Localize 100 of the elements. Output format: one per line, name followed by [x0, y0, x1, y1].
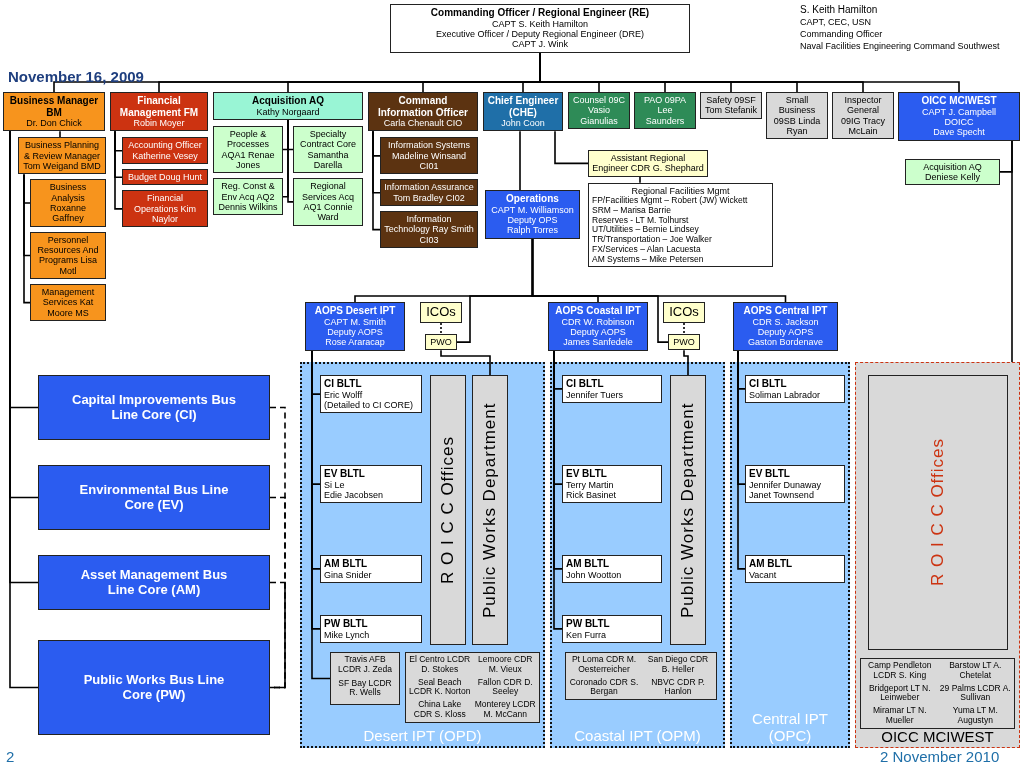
connector-line — [440, 349, 491, 376]
box-text: Dave Specht — [932, 127, 986, 138]
dashed-connector — [269, 496, 286, 689]
vertical-banner: R O I C C Offices — [868, 375, 1008, 650]
org-box — [320, 615, 422, 643]
org-box — [3, 92, 105, 132]
box-text: Ralph Torres — [506, 225, 559, 236]
dashed-connector — [440, 322, 442, 335]
box-text: Rose Araracap — [324, 337, 386, 348]
dashed-connector — [683, 322, 685, 335]
office-entry: Seal Beach LCDR K. Norton — [409, 677, 471, 698]
box-title: PW BLTL — [566, 618, 611, 630]
org-box: Safety 09SF Tom Stefanik — [700, 92, 762, 119]
box-title: Business Manager BM — [8, 95, 100, 118]
panel-title: Coastal IPT (OPM) — [573, 727, 702, 744]
org-box: People & Processes AQA1 Renae Jones — [213, 125, 283, 174]
connector-line — [554, 130, 589, 165]
org-box: Information Systems Madeline Winsand CI01 — [380, 137, 478, 175]
box-text: CAPT J. Campbell — [921, 106, 997, 117]
pwo-box: PWO — [425, 334, 457, 351]
signature-text: Commanding Officer — [800, 29, 883, 39]
org-box: Reg. Const & Env Acq AQ2 Dennis Wilkins — [213, 178, 283, 216]
box-title: Acquisition AQ — [251, 95, 325, 107]
box-title: AM BLTL — [324, 558, 369, 570]
box-title: AOPS Desert IPT — [313, 305, 397, 317]
connector-line — [114, 130, 123, 210]
box-text: Soliman Labrador — [749, 389, 822, 400]
org-box — [485, 190, 580, 239]
office-entry: Barstow LT A. Chetelat — [948, 661, 1003, 681]
box-title: PW BLTL — [324, 618, 369, 630]
panel-title: Desert IPT (OPD) — [362, 727, 483, 744]
org-box — [483, 92, 563, 132]
org-box — [368, 92, 478, 132]
box-text: Deputy AOPS — [326, 326, 384, 338]
box-title: EV BLTL — [749, 468, 791, 480]
box-text: Edie Jacobsen — [324, 489, 385, 501]
connector-line — [372, 130, 381, 231]
org-box: Information Assurance Tom Bradley CI02 — [380, 179, 478, 207]
box-text: AM Systems – Mike Petersen — [592, 254, 705, 265]
connector-line — [639, 175, 641, 184]
office-entry: Travis AFB LCDR J. Zeda — [337, 655, 393, 675]
office-entry: NBVC CDR P. Hanlon — [650, 677, 706, 698]
box-text: John Wootton — [566, 569, 623, 580]
panel-title: Central IPT (OPC) — [751, 710, 829, 744]
connector-line — [1011, 139, 1013, 363]
pwo-box: PWO — [668, 334, 700, 351]
box-title: Financial Management FM — [118, 95, 200, 118]
org-box — [110, 92, 208, 132]
date-text: November 16, 2009 — [8, 68, 144, 85]
box-text: FX/Services – Alan Lacuesta — [592, 244, 702, 255]
org-box: Regional Services Acq AQ1 Connie Ward — [293, 178, 363, 226]
office-entry: Monterey LCDR M. McCann — [474, 700, 536, 720]
box-text: Gina Snider — [324, 569, 373, 580]
bus-line-band: Environmental Bus Line Core (EV) — [38, 465, 270, 530]
box-text: Gaston Bordenave — [746, 337, 825, 348]
connector-line — [531, 237, 787, 303]
org-box: Inspector General 09IG Tracy McLain — [832, 92, 894, 140]
oicc-panel — [855, 362, 1020, 748]
command-box — [390, 4, 690, 53]
org-box: Specialty Contract Core Samantha Darella — [293, 125, 363, 174]
page-number: 2 — [6, 748, 15, 765]
box-text: CAPT J. Wink — [511, 39, 569, 50]
office-entry: San Diego CDR B. Heller — [646, 655, 710, 675]
box-text: Carla Chenault CIO — [382, 118, 464, 129]
org-box: Assistant Regional Engineer CDR G. Shephard — [588, 150, 708, 177]
box-title: EV BLTL — [566, 468, 608, 480]
panel-title: OICC MCIWEST — [880, 728, 995, 745]
box-text: CAPT M. Smith — [323, 316, 387, 327]
org-box: Business Planning & Review Manager Tom Weigand BMD — [18, 137, 106, 175]
footer-date: 2 November 2010 — [880, 748, 1000, 765]
signature-text: S. Keith Hamilton — [800, 4, 878, 15]
ipt-panel — [300, 362, 545, 748]
org-box — [745, 375, 845, 403]
box-title: AOPS Central IPT — [742, 305, 829, 317]
connector-line — [519, 130, 521, 191]
box-text: Robin Moyer — [132, 118, 186, 129]
box-title: EV BLTL — [324, 468, 366, 480]
org-box — [305, 302, 405, 351]
box-text: Kathy Norgaard — [255, 106, 321, 117]
dashed-connector — [269, 581, 286, 689]
box-title: AM BLTL — [566, 558, 611, 570]
box-text: John Coon — [500, 118, 546, 129]
ipt-panel — [730, 362, 850, 748]
org-box — [898, 92, 1020, 141]
box-text: Eric Wolff — [324, 389, 364, 400]
org-box: Financial Operations Kim Naylor — [122, 190, 208, 228]
office-entry: Pt Loma CDR M. Oesterreicher — [570, 655, 638, 675]
org-box: Information Technology Ray Smith CI03 — [380, 211, 478, 249]
office-entry: El Centro LCDR D. Stokes — [409, 655, 471, 675]
box-title: Command Information Officer — [377, 95, 469, 118]
office-entry: SF Bay LCDR R. Wells — [337, 678, 393, 699]
org-box — [745, 555, 845, 583]
box-text: Executive Officer / Deputy Regional Engineer (DRE) — [435, 28, 645, 40]
connector-line — [23, 173, 31, 304]
org-box — [548, 302, 648, 351]
office-entry: China Lake CDR S. Kloss — [412, 700, 467, 720]
org-box: PAO 09PA Lee Saunders — [634, 92, 696, 130]
office-entry: Miramar LT N. Mueller — [872, 706, 928, 726]
connector-line — [9, 130, 39, 689]
box-text: Ken Furra — [566, 629, 608, 640]
